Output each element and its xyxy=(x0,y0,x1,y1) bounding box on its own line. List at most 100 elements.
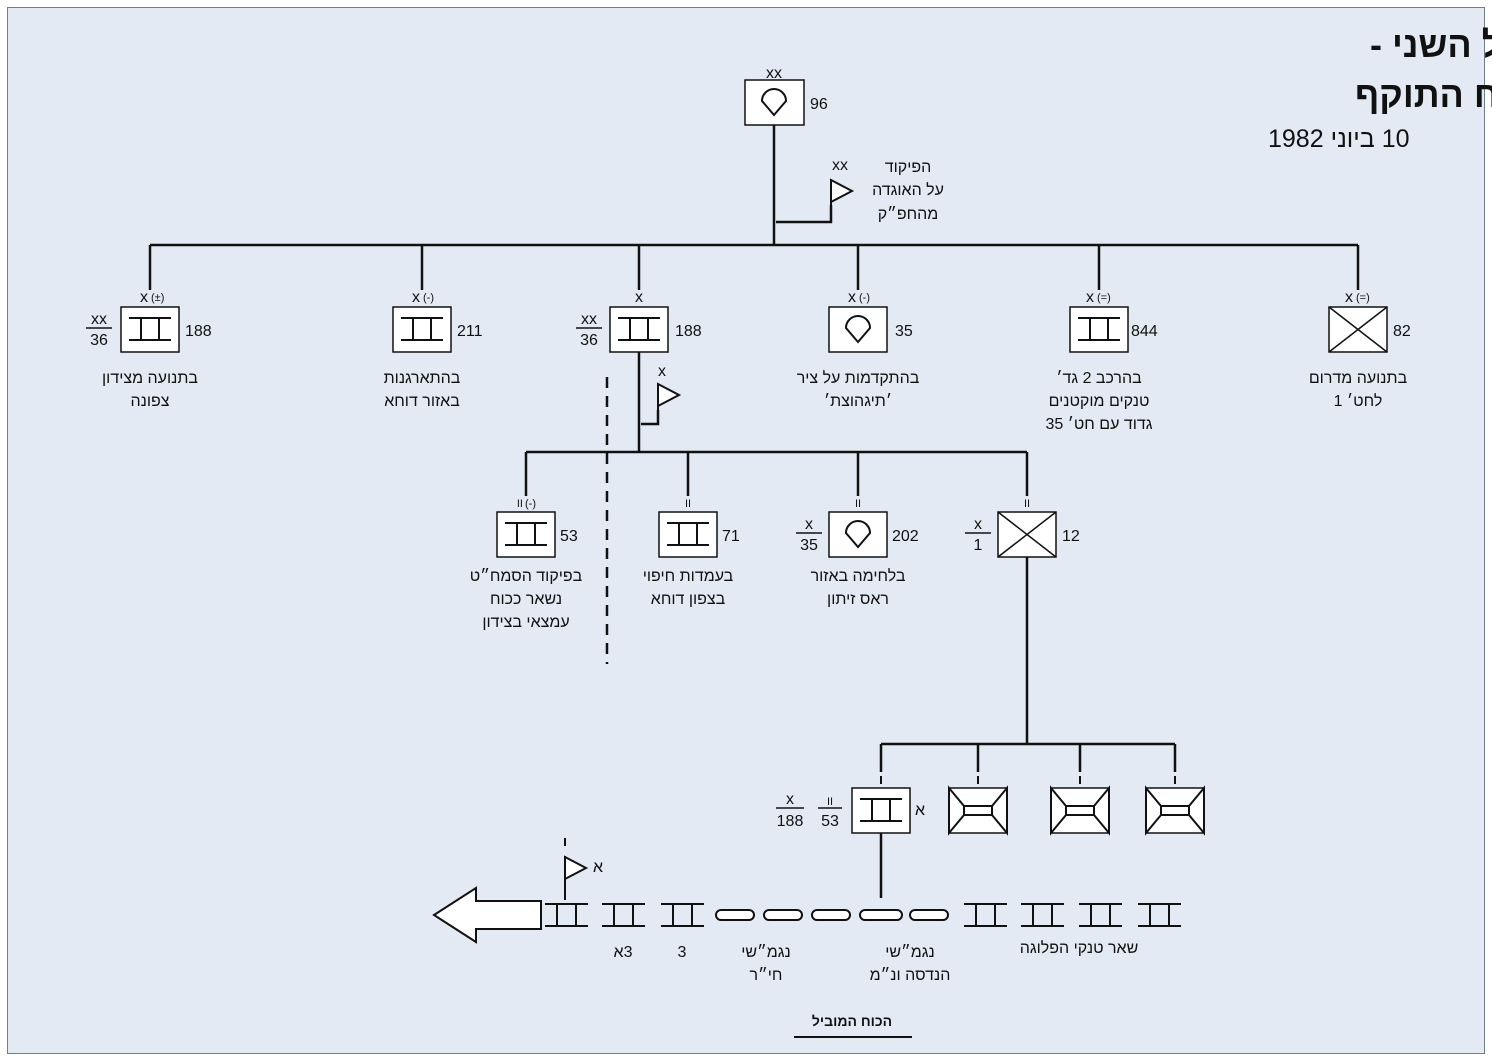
unit-box xyxy=(1069,306,1129,353)
column-tank-3 xyxy=(661,903,704,927)
echelon-marker: x xyxy=(635,289,643,306)
battalion-12: II 12 x 1 xyxy=(965,452,1080,558)
label-line-1: בהתקדמות על ציר xyxy=(797,369,920,387)
unit-box xyxy=(496,511,556,558)
modifier: (±) xyxy=(151,292,164,304)
echelon-marker: x xyxy=(140,289,148,306)
tank-icon xyxy=(1079,903,1122,927)
tank-3a-label: 3א xyxy=(614,944,633,961)
modifier: (-) xyxy=(859,292,870,304)
label-line-2: באזור דוחא xyxy=(384,393,460,410)
echelon-marker: x xyxy=(848,289,856,306)
brigade-hq-flag: x xyxy=(641,363,682,426)
flag-letter: א xyxy=(593,859,603,876)
title-date: 10 ביוני 1982 xyxy=(1268,125,1410,153)
lead-tank-flag: א xyxy=(564,838,603,900)
parent-fraction-bottom: 35 xyxy=(800,537,818,554)
unit-number: 96 xyxy=(810,96,828,113)
tank-symbol xyxy=(667,522,709,546)
label-line-3: גדוד עם חט׳ 35 xyxy=(1045,416,1152,433)
tank-symbol xyxy=(129,317,171,341)
echelon-marker: II xyxy=(855,498,861,510)
leading-force-caption: הכוח המוביל xyxy=(812,1013,892,1029)
hq-flag-icon xyxy=(830,178,855,204)
unit-number: 12 xyxy=(1062,528,1080,545)
label-line-1: בפיקוד הסמח״ט xyxy=(470,568,583,585)
modifier: (=) xyxy=(1097,292,1111,304)
apc-infantry-line-2: חי״ר xyxy=(750,967,783,984)
mech-symbol xyxy=(1050,785,1110,836)
echelon-marker: II xyxy=(517,498,523,510)
label-line-2: בצפון דוחא xyxy=(651,591,726,608)
brigade-188-left: x (±) 188 xx 36 בתנועה מצידון צפונה xyxy=(86,245,212,410)
tank-symbol xyxy=(401,317,443,341)
parent-fraction-bottom: 36 xyxy=(580,332,598,349)
echelon-marker: x xyxy=(1345,289,1353,306)
apc-group xyxy=(715,909,949,921)
unit-box xyxy=(120,306,180,353)
division-hq-command: xx הפיקוד על האוגדה מהחפ״ק xyxy=(776,157,944,224)
apc-icon xyxy=(811,909,851,921)
company-letter: א xyxy=(915,802,925,819)
parent-fraction-top: x xyxy=(805,516,813,533)
modifier: (-) xyxy=(423,292,434,304)
parent-fraction-top: xx xyxy=(581,311,597,328)
column-tank-lead xyxy=(545,903,588,927)
unit-box xyxy=(658,511,718,558)
unit-number: 53 xyxy=(560,528,578,545)
title-line-1: קרב כפר סיל השני - xyxy=(1370,24,1492,65)
label-line-1: בהתארגנות xyxy=(384,370,461,387)
apc-icon xyxy=(859,909,903,921)
brigade-35: x (-) 35 בהתקדמות על ציר ׳תיגהוצת׳ xyxy=(797,245,920,410)
unit-number: 71 xyxy=(722,528,740,545)
unit-number: 188 xyxy=(185,323,212,340)
label-line-1: בהרכב 2 גד׳ xyxy=(1056,370,1142,387)
hq-echelon: x xyxy=(658,363,666,380)
echelon-marker: II xyxy=(1024,498,1030,510)
company-tank-1 xyxy=(1145,744,1205,836)
brigade-844: x (=) 844 בהרכב 2 גד׳ טנקים מוקטנים גדוד… xyxy=(1045,245,1158,433)
echelon-marker: x xyxy=(412,289,420,306)
label-line-2: נשאר ככוח xyxy=(490,591,562,608)
battalion-53: II (-) 53 בפיקוד הסמח״ט נשאר ככוח עמצאי … xyxy=(470,452,583,631)
label-line-1: בעמדות חיפוי xyxy=(643,568,734,585)
company-tank-2 xyxy=(1050,744,1110,836)
unit-box xyxy=(948,787,1008,834)
tank-icon xyxy=(1138,903,1181,927)
unit-number: 82 xyxy=(1393,323,1411,340)
apc-icon xyxy=(715,909,755,921)
unit-box xyxy=(609,306,669,353)
hq-flag-icon xyxy=(657,382,682,408)
modifier: (=) xyxy=(1356,292,1370,304)
parent-fraction-bottom: 36 xyxy=(90,332,108,349)
unit-96-division: xx 96 xyxy=(744,65,828,126)
unit-box xyxy=(392,306,452,353)
tank-symbol xyxy=(860,798,902,822)
ordnance-symbol xyxy=(844,315,872,344)
hq-text-line-3: מהחפ״ק xyxy=(878,206,939,223)
apc-icon xyxy=(763,909,803,921)
echelon-marker: xx xyxy=(766,65,782,82)
fraction-2-bottom: 53 xyxy=(821,813,839,830)
unit-number: 211 xyxy=(457,323,483,340)
hq-text-line-2: על האוגדה xyxy=(872,181,944,199)
ordnance-symbol xyxy=(844,520,872,549)
label-line-3: עמצאי בצידון xyxy=(482,614,569,631)
parent-fraction-top: x xyxy=(974,516,982,533)
hq-text-line-1: הפיקוד xyxy=(885,159,932,176)
battalion-202: II 202 x 35 בלחימה באזור ראס זיתון xyxy=(796,452,919,608)
label-line-2: ׳תיגהוצת׳ xyxy=(824,393,892,410)
leading-column: א 3א 3 נגמ״שי חי״ר נגמ״שי הנדסה ונ״מ xyxy=(432,838,1181,1038)
fraction-2-top: II xyxy=(827,796,833,808)
unit-number: 188 xyxy=(675,323,702,340)
label-line-1: בתנועה מדרום xyxy=(1309,370,1408,387)
hq-echelon: xx xyxy=(832,157,848,174)
mech-symbol xyxy=(1145,785,1205,836)
unit-box xyxy=(744,79,805,126)
parent-fraction-bottom: 1 xyxy=(974,537,983,554)
rest-tanks xyxy=(964,903,1181,927)
modifier: (-) xyxy=(525,498,536,510)
unit-box xyxy=(828,511,888,558)
tank-symbol xyxy=(618,317,660,341)
mech-symbol xyxy=(948,785,1008,836)
